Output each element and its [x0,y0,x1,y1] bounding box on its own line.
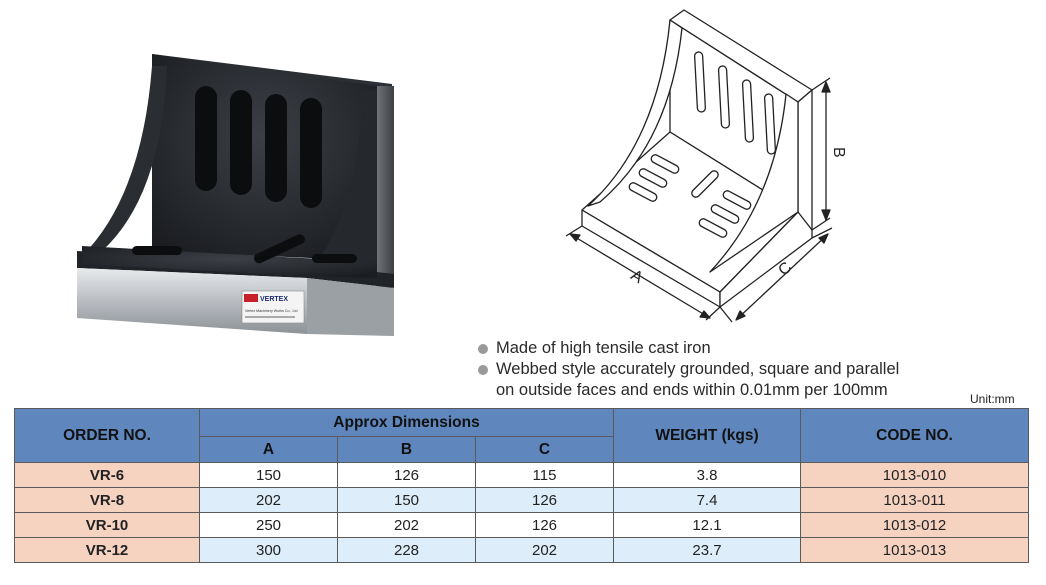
dimension-c-cell: 115 [475,462,614,488]
table-row: VR-10 250 202 126 12.1 1013-012 [14,512,1029,538]
dimension-b-cell: 126 [337,462,476,488]
spec-table: ORDER NO. Approx Dimensions WEIGHT (kgs)… [14,408,1029,563]
unit-label: Unit:mm [970,392,1015,406]
dimension-a-cell: 250 [199,512,338,538]
header-c: C [475,436,614,463]
table-row: VR-6 150 126 115 3.8 1013-010 [14,462,1029,488]
header-code-no: CODE NO. [800,408,1029,463]
order-no-cell: VR-8 [14,487,200,513]
dimension-b-cell: 228 [337,537,476,563]
header-order-no: ORDER NO. [14,408,200,463]
product-photo: VERTEX Vertex Machinery Works Co., Ltd [77,54,394,336]
header-a: A [199,436,338,463]
dimension-b-label: B [830,147,847,158]
header-weight: WEIGHT (kgs) [613,408,801,463]
order-no-cell: VR-6 [14,462,200,488]
order-no-cell: VR-10 [14,512,200,538]
table-row: VR-8 202 150 126 7.4 1013-011 [14,487,1029,513]
weight-cell: 7.4 [613,487,801,513]
code-no-cell: 1013-010 [800,462,1029,488]
feature-item: Made of high tensile cast iron [476,338,899,359]
header-b: B [337,436,476,463]
dimension-b-cell: 150 [337,487,476,513]
order-no-cell: VR-12 [14,537,200,563]
feature-list: Made of high tensile cast iron Webbed st… [476,338,899,401]
nameplate-text: Vertex Machinery Works Co., Ltd [245,309,297,313]
table-row: VR-12 300 228 202 23.7 1013-013 [14,537,1029,563]
dimension-c-cell: 126 [475,487,614,513]
dimension-b-cell: 202 [337,512,476,538]
feature-item-continued: on outside faces and ends within 0.01mm … [496,381,888,399]
table-subheader-row: A B C [15,436,1029,463]
code-no-cell: 1013-012 [800,512,1029,538]
brand-logo-text: VERTEX [260,296,288,303]
code-no-cell: 1013-011 [800,487,1029,513]
weight-cell: 12.1 [613,512,801,538]
weight-cell: 23.7 [613,537,801,563]
dimension-a-cell: 150 [199,462,338,488]
table-header-row: ORDER NO. Approx Dimensions WEIGHT (kgs)… [14,408,1029,463]
dimension-c-cell: 126 [475,512,614,538]
feature-item: Webbed style accurately grounded, square… [476,359,899,380]
dimension-a-cell: 202 [199,487,338,513]
code-no-cell: 1013-013 [800,537,1029,563]
header-approx-dimensions: Approx Dimensions [199,408,614,437]
weight-cell: 3.8 [613,462,801,488]
dimension-a-cell: 300 [199,537,338,563]
dimension-c-cell: 202 [475,537,614,563]
technical-drawing: A B C [565,9,847,323]
